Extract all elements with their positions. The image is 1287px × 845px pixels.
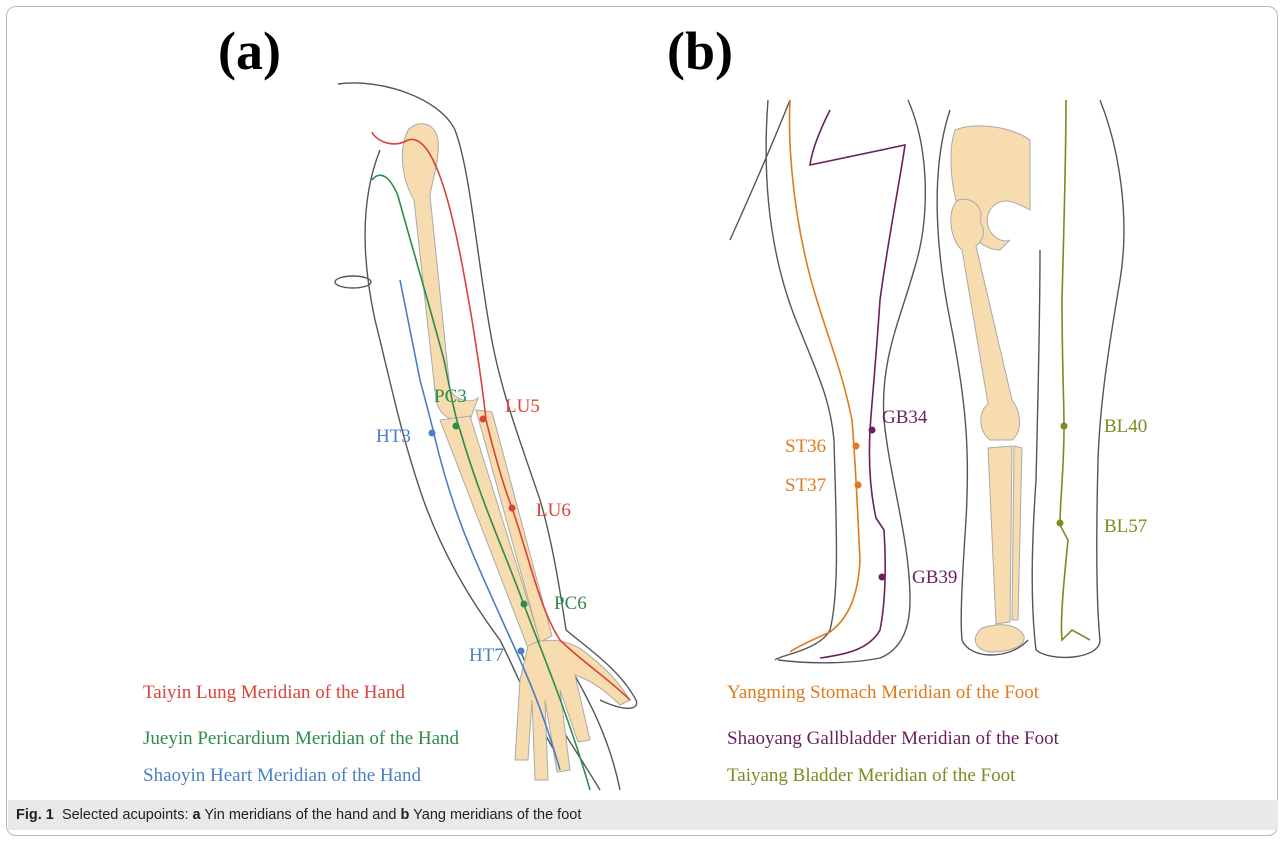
back-leg-inner	[1036, 100, 1124, 657]
st36-label: ST36	[785, 436, 826, 457]
tibia	[988, 446, 1012, 624]
back-leg-mid	[1032, 250, 1040, 650]
caption-text-post: Yang meridians of the foot	[409, 807, 581, 823]
humerus	[402, 124, 478, 422]
bl40-label: BL40	[1104, 416, 1147, 437]
figure-caption: Fig. 1 Selected acupoints: a Yin meridia…	[8, 800, 1278, 830]
lu6-label: LU6	[536, 500, 571, 521]
lung-meridian-line	[372, 132, 630, 700]
pc6-marker	[521, 601, 528, 608]
pc3-marker	[453, 423, 460, 430]
bl57-marker	[1057, 520, 1064, 527]
legend-heart: Shaoyin Heart Meridian of the Hand	[143, 766, 421, 785]
bl57-label: BL57	[1104, 516, 1147, 537]
caption-a: a	[193, 807, 201, 823]
st37-label: ST37	[785, 475, 826, 496]
legend-gallbladder: Shaoyang Gallbladder Meridian of the Foo…	[727, 729, 1059, 748]
bl40-marker	[1061, 423, 1068, 430]
bladder-meridian-line	[1060, 100, 1090, 640]
gb34-label: GB34	[882, 407, 928, 428]
gallbladder-meridian-line	[810, 110, 905, 658]
lu5-label: LU5	[505, 396, 540, 417]
gb39-marker	[879, 574, 886, 581]
gb34-marker	[869, 427, 876, 434]
lu5-marker	[480, 416, 487, 423]
caption-text-pre: Selected acupoints:	[62, 807, 193, 823]
nipple-outline	[335, 276, 371, 288]
caption-text-mid: Yin meridians of the hand and	[201, 807, 401, 823]
front-leg-hip-line	[730, 100, 790, 240]
legend-stomach: Yangming Stomach Meridian of the Foot	[727, 683, 1039, 702]
lu6-marker	[509, 505, 516, 512]
st36-marker	[853, 443, 860, 450]
gb39-label: GB39	[912, 567, 957, 588]
legend-lung: Taiyin Lung Meridian of the Hand	[143, 683, 405, 702]
ht7-marker	[518, 648, 525, 655]
ht3-label: HT3	[376, 426, 411, 447]
front-leg-inner	[778, 100, 925, 663]
st37-marker	[855, 482, 862, 489]
arm-outline-outer	[338, 83, 566, 630]
ht3-marker	[429, 430, 436, 437]
pc6-label: PC6	[554, 593, 587, 614]
legend-bladder: Taiyang Bladder Meridian of the Foot	[727, 766, 1015, 785]
pc3-label: PC3	[434, 386, 467, 407]
stomach-meridian-line	[790, 100, 860, 652]
ht7-label: HT7	[469, 645, 504, 666]
fibula	[1012, 446, 1022, 620]
legend-pericardium: Jueyin Pericardium Meridian of the Hand	[143, 729, 459, 748]
front-leg-outer	[766, 100, 836, 660]
caption-fig-label: Fig. 1	[16, 807, 54, 823]
arm-bones	[402, 124, 630, 780]
